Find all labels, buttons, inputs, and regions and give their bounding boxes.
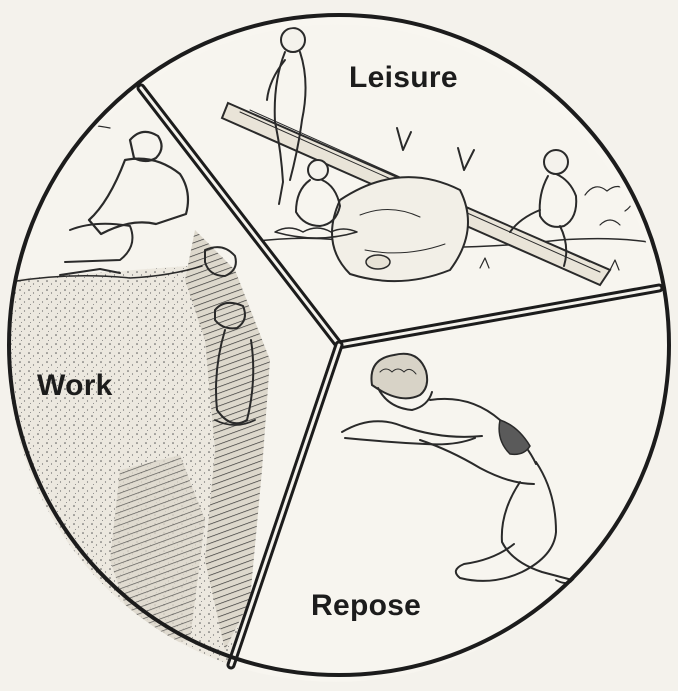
segment-repose-label: Repose: [311, 589, 421, 622]
segment-work-label: Work: [37, 369, 113, 402]
segment-leisure-label: Leisure: [349, 61, 458, 94]
